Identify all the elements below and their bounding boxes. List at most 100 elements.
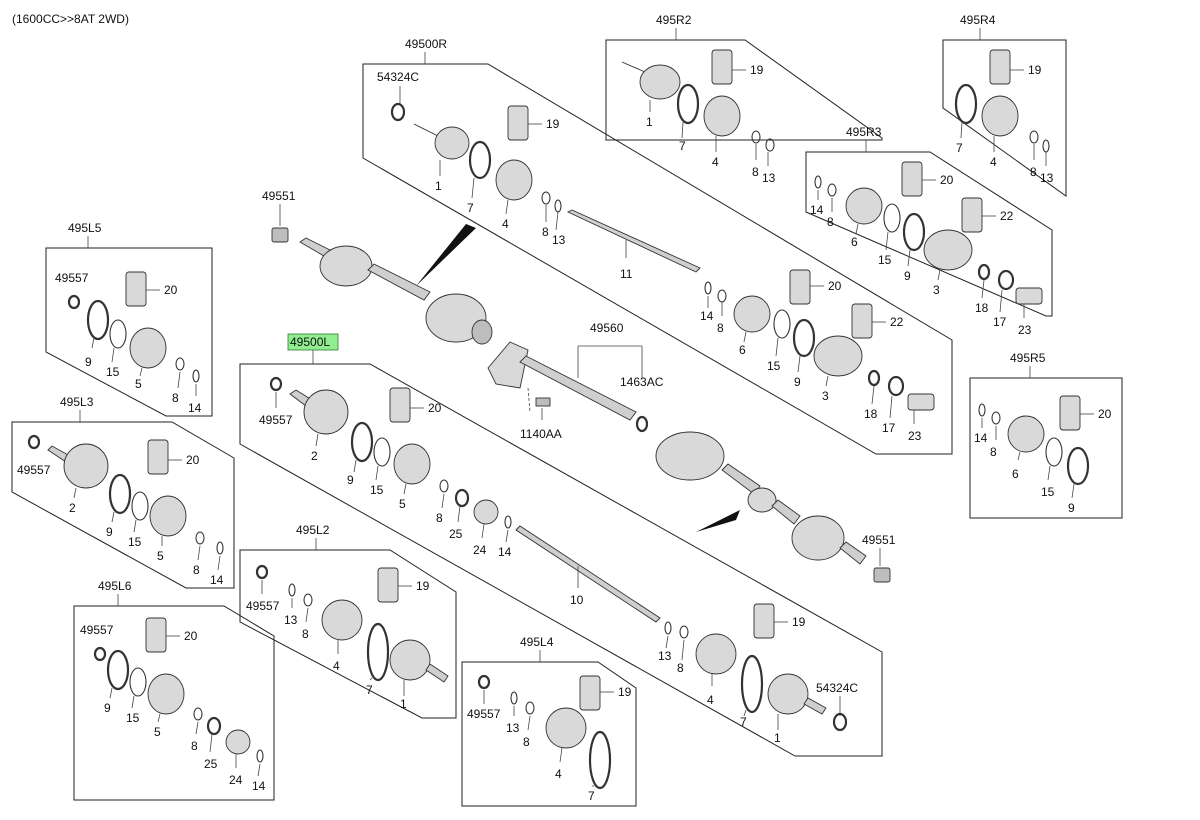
group-label-49500R[interactable]: 49500R [405,37,447,51]
svg-text:8: 8 [191,739,198,753]
svg-text:1: 1 [646,115,653,129]
group-495R2[interactable]: 495R2 1 7 4 19 8 13 [605,13,883,185]
group-495L6[interactable]: 495L6 49557 20 9 15 5 8 25 24 14 [73,579,275,801]
group-label-495L3[interactable]: 495L3 [60,395,94,409]
svg-text:15: 15 [126,711,140,725]
svg-text:20: 20 [828,279,842,293]
svg-text:15: 15 [767,359,781,373]
group-49500R[interactable]: 49500R 54324C 1 7 4 19 8 13 11 14 8 [362,37,953,455]
svg-text:4: 4 [707,693,714,707]
svg-text:8: 8 [542,225,549,239]
svg-text:23: 23 [1018,323,1032,337]
group-495R4[interactable]: 495R4 19 7 4 8 13 [942,13,1067,197]
svg-text:24: 24 [473,543,487,557]
svg-text:49557: 49557 [467,707,501,721]
svg-text:8: 8 [436,511,443,525]
group-495R3[interactable]: 495R3 14 8 6 20 15 9 22 3 18 17 23 [805,125,1053,337]
svg-text:8: 8 [677,661,684,675]
svg-text:15: 15 [1041,485,1055,499]
svg-text:49551: 49551 [262,189,296,203]
svg-text:15: 15 [878,253,892,267]
svg-text:1: 1 [435,179,442,193]
svg-text:14: 14 [700,309,714,323]
svg-text:3: 3 [933,283,940,297]
group-label-495R4[interactable]: 495R4 [960,13,996,27]
svg-text:8: 8 [302,627,309,641]
svg-text:14: 14 [810,203,824,217]
svg-text:17: 17 [882,421,896,435]
svg-text:8: 8 [1030,165,1037,179]
svg-text:6: 6 [1012,467,1019,481]
svg-text:19: 19 [618,685,632,699]
svg-text:8: 8 [717,321,724,335]
svg-text:14: 14 [188,401,202,415]
svg-text:14: 14 [210,573,224,587]
svg-text:20: 20 [164,283,178,297]
svg-text:22: 22 [1000,209,1014,223]
svg-text:54324C: 54324C [816,681,858,695]
group-label-495R5[interactable]: 495R5 [1010,351,1046,365]
svg-text:20: 20 [1098,407,1112,421]
group-label-495L5[interactable]: 495L5 [68,221,102,235]
svg-text:7: 7 [467,201,474,215]
svg-text:49557: 49557 [17,463,51,477]
group-label-495L4[interactable]: 495L4 [520,635,554,649]
svg-text:7: 7 [366,683,373,697]
svg-text:19: 19 [416,579,430,593]
group-label-495L2[interactable]: 495L2 [296,523,330,537]
svg-text:8: 8 [193,563,200,577]
group-label-49500L[interactable]: 49500L [290,335,330,349]
svg-text:19: 19 [792,615,806,629]
svg-text:5: 5 [157,549,164,563]
svg-text:23: 23 [908,429,922,443]
svg-text:19: 19 [1028,63,1042,77]
svg-text:13: 13 [506,721,520,735]
svg-text:18: 18 [864,407,878,421]
main-shaft-assembly[interactable]: 49551 49560 1463AC 1140AA 49551 [262,189,896,583]
group-495L2[interactable]: 495L2 49557 19 13 8 4 7 1 [239,523,457,719]
spec-label: (1600CC>>8AT 2WD) [12,12,129,26]
svg-text:9: 9 [904,269,911,283]
svg-text:1: 1 [774,731,781,745]
svg-text:4: 4 [502,217,509,231]
svg-text:13: 13 [762,171,776,185]
svg-text:9: 9 [104,701,111,715]
svg-text:13: 13 [284,613,298,627]
svg-text:13: 13 [1040,171,1054,185]
svg-text:9: 9 [794,375,801,389]
svg-text:14: 14 [974,431,988,445]
svg-text:5: 5 [154,725,161,739]
svg-text:1140AA: 1140AA [520,427,562,441]
svg-text:6: 6 [739,343,746,357]
svg-text:2: 2 [69,501,76,515]
svg-text:20: 20 [428,401,442,415]
group-495L4[interactable]: 495L4 49557 19 13 8 4 7 [461,635,637,807]
svg-text:49551: 49551 [862,533,896,547]
group-label-495R3[interactable]: 495R3 [846,125,882,139]
svg-text:8: 8 [752,165,759,179]
svg-text:7: 7 [740,715,747,729]
svg-text:49557: 49557 [259,413,293,427]
group-495L5[interactable]: 495L5 49557 20 9 15 5 8 14 [45,221,213,417]
svg-text:54324C: 54324C [377,70,419,84]
svg-text:49557: 49557 [55,271,89,285]
svg-text:9: 9 [106,525,113,539]
group-label-495L6[interactable]: 495L6 [98,579,132,593]
svg-text:8: 8 [827,215,834,229]
svg-text:24: 24 [229,773,243,787]
svg-text:8: 8 [172,391,179,405]
svg-text:14: 14 [252,779,266,793]
svg-text:20: 20 [940,173,954,187]
group-495R5[interactable]: 495R5 14 8 6 20 15 9 [969,351,1123,519]
svg-text:9: 9 [347,473,354,487]
group-label-495R2[interactable]: 495R2 [656,13,692,27]
group-49500L[interactable]: 49500L 49557 2 20 9 15 5 8 25 24 14 [239,333,883,757]
svg-text:6: 6 [851,235,858,249]
svg-text:1463AC: 1463AC [620,375,664,389]
svg-text:8: 8 [523,735,530,749]
svg-text:22: 22 [890,315,904,329]
svg-text:9: 9 [85,355,92,369]
group-495L3[interactable]: 495L3 49557 2 20 9 15 5 8 14 [11,395,235,589]
svg-text:9: 9 [1068,501,1075,515]
